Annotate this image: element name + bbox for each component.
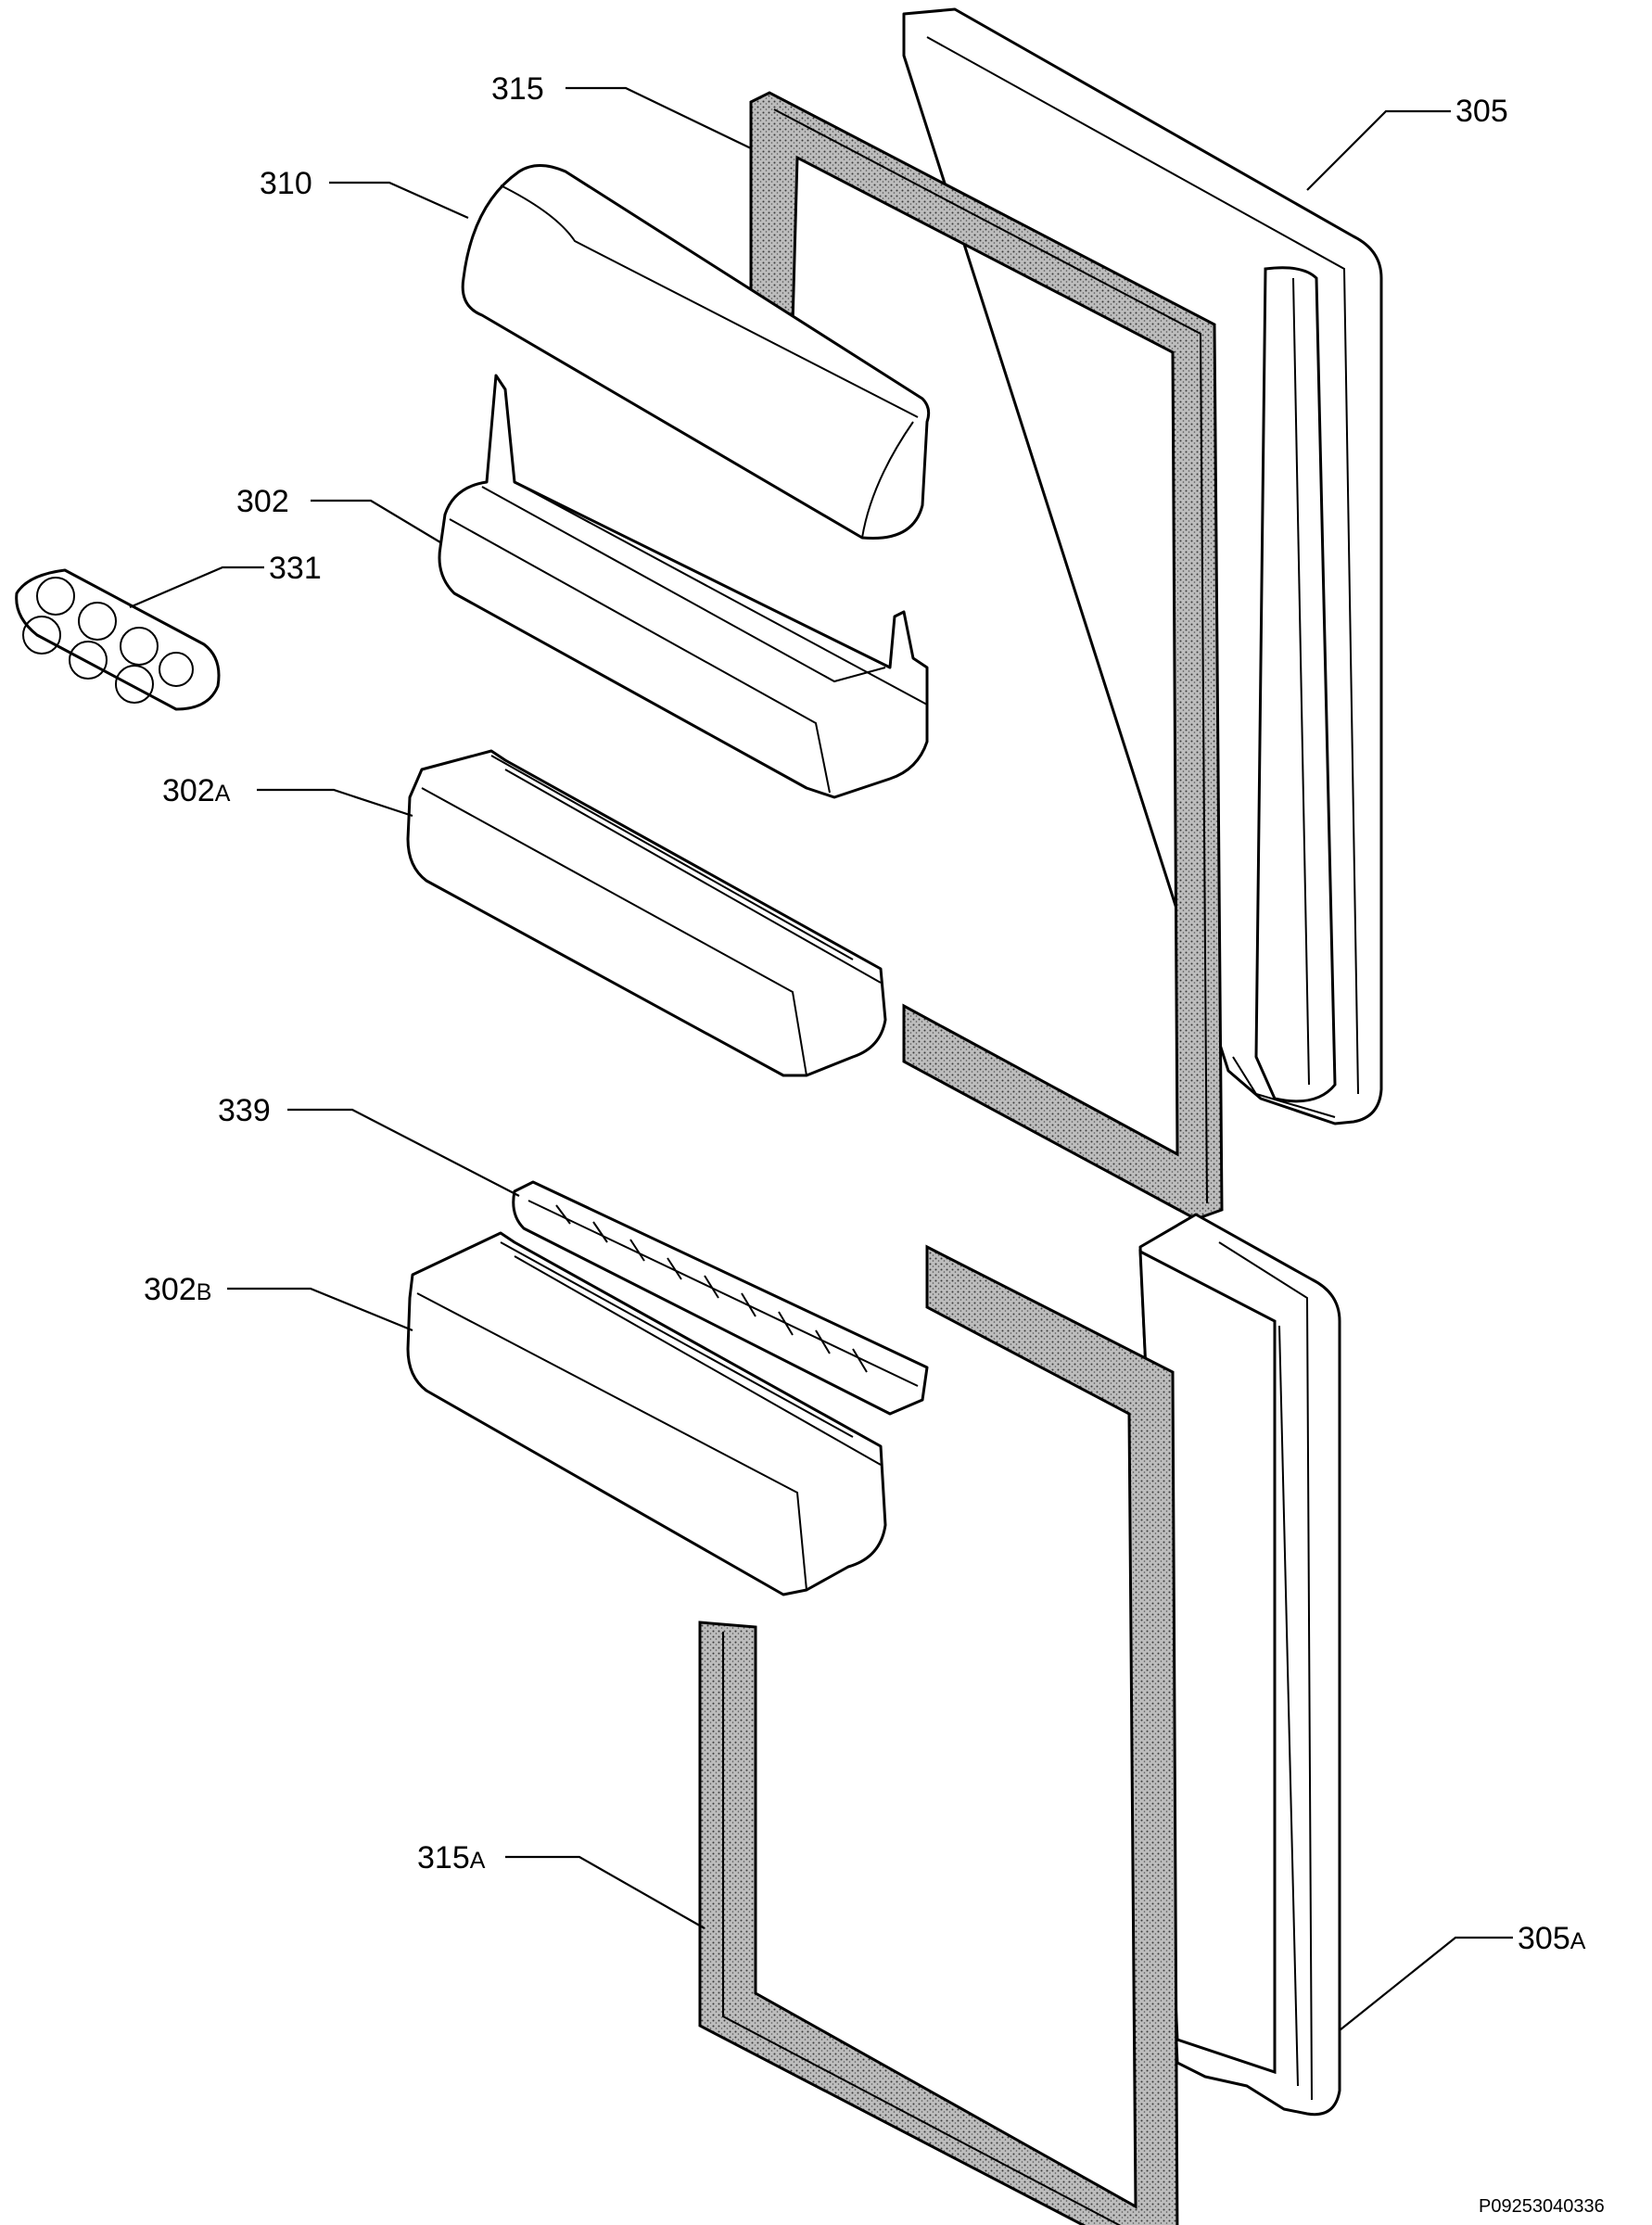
label-310: 310 xyxy=(260,166,312,201)
leader-302B xyxy=(227,1287,413,1332)
leader-315A xyxy=(505,1855,705,1929)
label-315A: 315A xyxy=(417,1840,486,1875)
door-shelf-302B xyxy=(406,1231,887,1596)
leader-331 xyxy=(129,566,264,609)
label-302A: 302A xyxy=(162,773,231,808)
label-302B: 302B xyxy=(144,1272,211,1307)
label-302: 302 xyxy=(236,484,289,519)
leader-305A xyxy=(1339,1936,1513,2031)
leader-lines xyxy=(129,86,1513,2031)
upper-door-305 xyxy=(902,7,1383,1125)
door-shelf-302 xyxy=(438,374,929,799)
leader-310 xyxy=(329,181,469,220)
label-315: 315 xyxy=(491,71,544,107)
label-331: 331 xyxy=(269,551,322,586)
leader-339 xyxy=(287,1108,520,1197)
leader-302 xyxy=(311,499,441,543)
egg-tray-331 xyxy=(15,568,221,711)
lower-gasket-315A xyxy=(698,1244,1179,2225)
door-shelf-302A xyxy=(406,749,887,1077)
label-339: 339 xyxy=(218,1093,271,1128)
label-305A: 305A xyxy=(1518,1921,1586,1956)
reference-code: P09253040336 xyxy=(1479,2196,1605,2217)
label-305: 305 xyxy=(1455,94,1508,129)
part-labels: 305 315 310 302 331 302A 339 302B 315A 3… xyxy=(144,71,1586,1956)
leader-302A xyxy=(257,788,413,818)
leader-305 xyxy=(1306,109,1451,191)
leader-315 xyxy=(565,86,752,149)
bottle-rack-339 xyxy=(512,1180,929,1416)
shelf-cover-310 xyxy=(461,164,931,540)
